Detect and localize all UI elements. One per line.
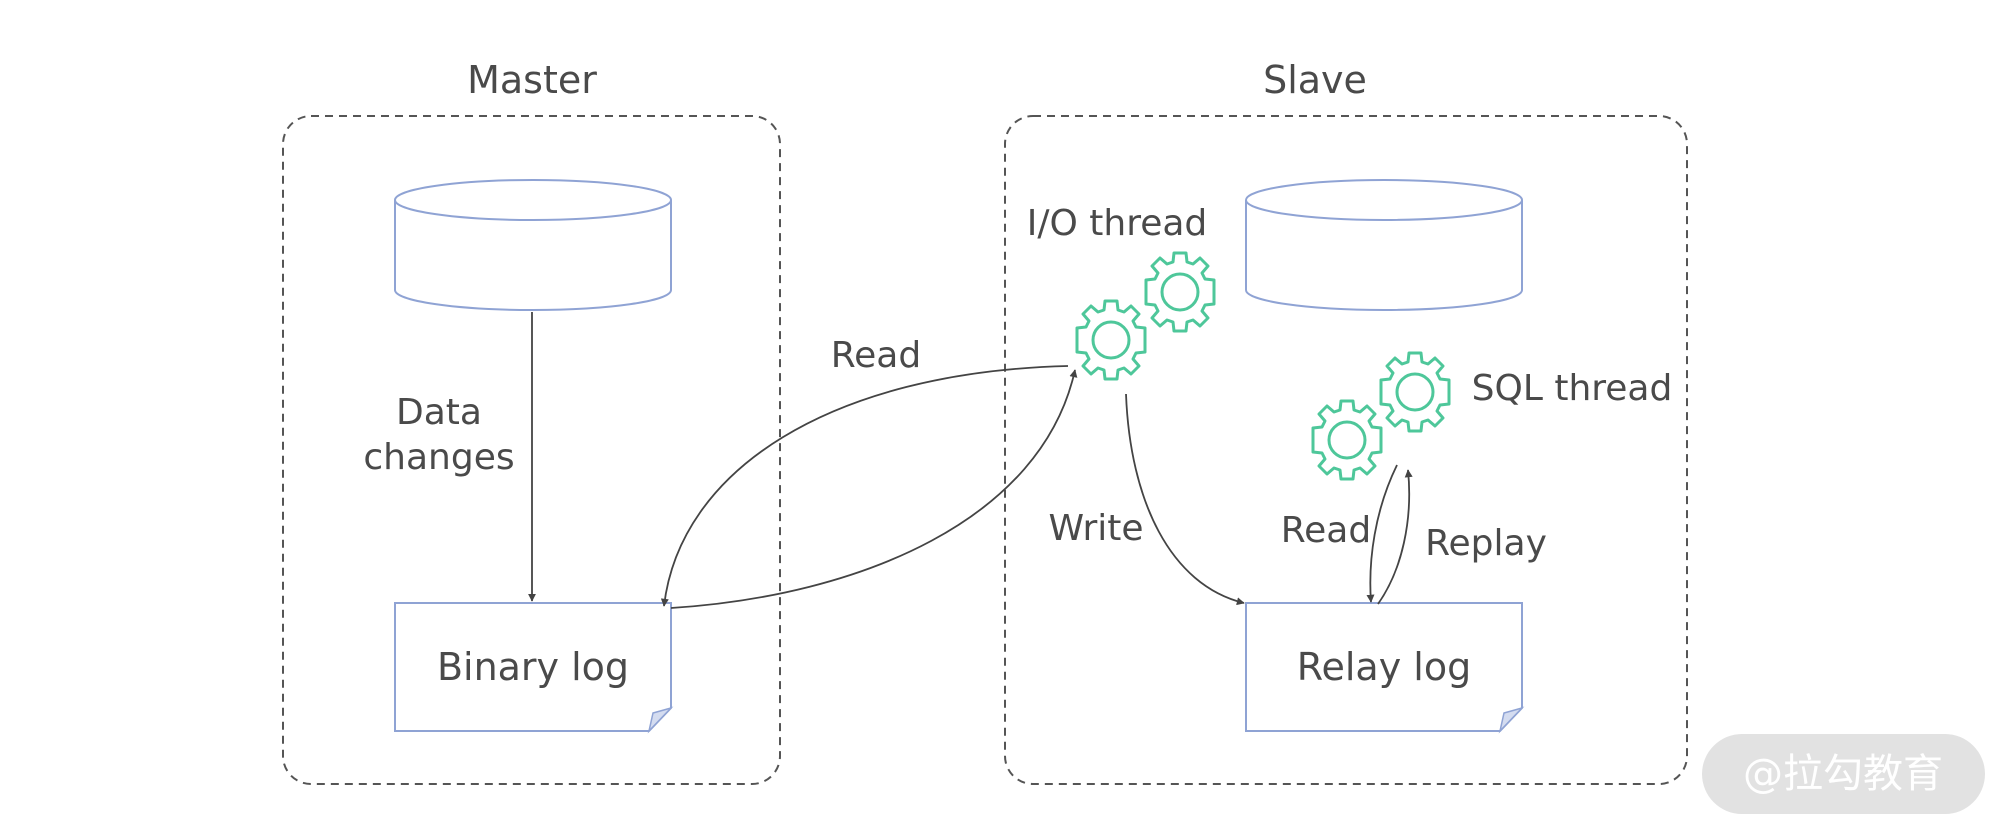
slave-database-icon <box>1245 179 1523 311</box>
data-changes-label-line2: changes <box>363 437 514 478</box>
master-container <box>282 115 781 785</box>
watermark-text: @拉勾教育 <box>1743 751 1943 797</box>
read-response-arrow <box>670 369 1078 609</box>
write-label: Write <box>1048 508 1143 549</box>
master-database-icon <box>394 179 672 311</box>
binary-log-box <box>394 602 674 734</box>
read-request-arrow <box>660 365 1069 607</box>
data-changes-label-line1: Data <box>396 392 482 433</box>
io-thread-gear-icon <box>1075 251 1216 381</box>
read-label: Read <box>831 335 921 376</box>
master-title: Master <box>467 58 597 102</box>
write-arrow <box>1125 393 1245 606</box>
relay-read-label: Read <box>1281 510 1371 551</box>
watermark: @拉勾教育 <box>1702 734 1985 814</box>
sql-thread-label: SQL thread <box>1472 368 1673 409</box>
replay-arrow <box>1377 469 1413 605</box>
binary-log-label: Binary log <box>437 645 629 689</box>
relay-log-box <box>1245 602 1525 734</box>
io-thread-label: I/O thread <box>1027 203 1208 244</box>
sql-thread-gear-icon <box>1311 351 1451 481</box>
slave-title: Slave <box>1263 58 1367 102</box>
slave-container <box>1004 115 1688 785</box>
relay-read-arrow <box>1366 464 1398 603</box>
replay-label: Replay <box>1425 523 1547 564</box>
watermark-badge <box>1702 734 1985 814</box>
relay-log-label: Relay log <box>1297 645 1471 689</box>
